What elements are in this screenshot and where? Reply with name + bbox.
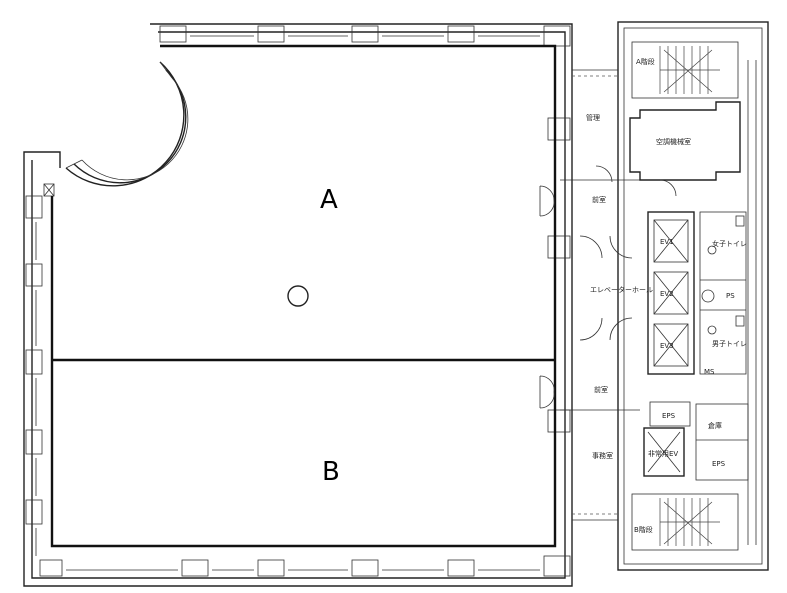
elevator-3-label: EV3 — [660, 342, 674, 350]
inner-floor-area — [50, 44, 557, 548]
equipment-room-label: 空調機械室 — [656, 137, 691, 146]
eps-2-label: EPS — [712, 460, 726, 468]
fusetsu-2-label: 前室 — [594, 385, 608, 394]
room-label-b: B — [322, 457, 340, 487]
elevator-1-label: EV1 — [660, 238, 674, 246]
ps-label: PS — [726, 292, 735, 300]
toilet-2-label: 男子トイレ — [712, 340, 747, 348]
main-outer-wall — [23, 23, 573, 587]
emergency-elevator: 非常用EV — [643, 427, 685, 477]
stair-south-label: B階段 — [634, 525, 653, 534]
column-marker — [287, 285, 309, 307]
toilet-block: 女子トイレ 男子トイレ PS — [699, 211, 747, 375]
fusetsu-1-label: 前室 — [592, 195, 606, 204]
ms-label: MS — [704, 368, 715, 376]
stair-north-label: A階段 — [636, 57, 655, 66]
stair-south: B階段 — [631, 493, 739, 551]
core-doors — [579, 165, 677, 341]
elevator-2-label: EV2 — [660, 290, 674, 298]
equipment-room: 空調機械室 — [629, 101, 741, 181]
elevator-bank: EV1 EV2 EV3 — [647, 211, 695, 375]
kanri-label: 管理 — [586, 113, 600, 122]
entry-doors — [539, 185, 555, 409]
storage-label: 倉庫 — [708, 421, 722, 430]
core-corridor — [560, 69, 640, 521]
room-label-a: A — [320, 185, 338, 215]
elevator-hall-label: エレベーターホール — [590, 285, 653, 294]
stair-north: A階段 — [631, 41, 739, 99]
eps-room: EPS — [649, 401, 691, 427]
emergency-elevator-label: 非常用EV — [648, 449, 678, 458]
core-outer-wall — [617, 21, 769, 571]
toilet-1-label: 女子トイレ — [712, 239, 747, 248]
storage-rooms: 倉庫 EPS MS — [695, 368, 749, 481]
eps-label: EPS — [662, 412, 676, 420]
jimushitsu-label: 事務室 — [592, 451, 613, 460]
curved-bay-window — [65, 61, 189, 187]
